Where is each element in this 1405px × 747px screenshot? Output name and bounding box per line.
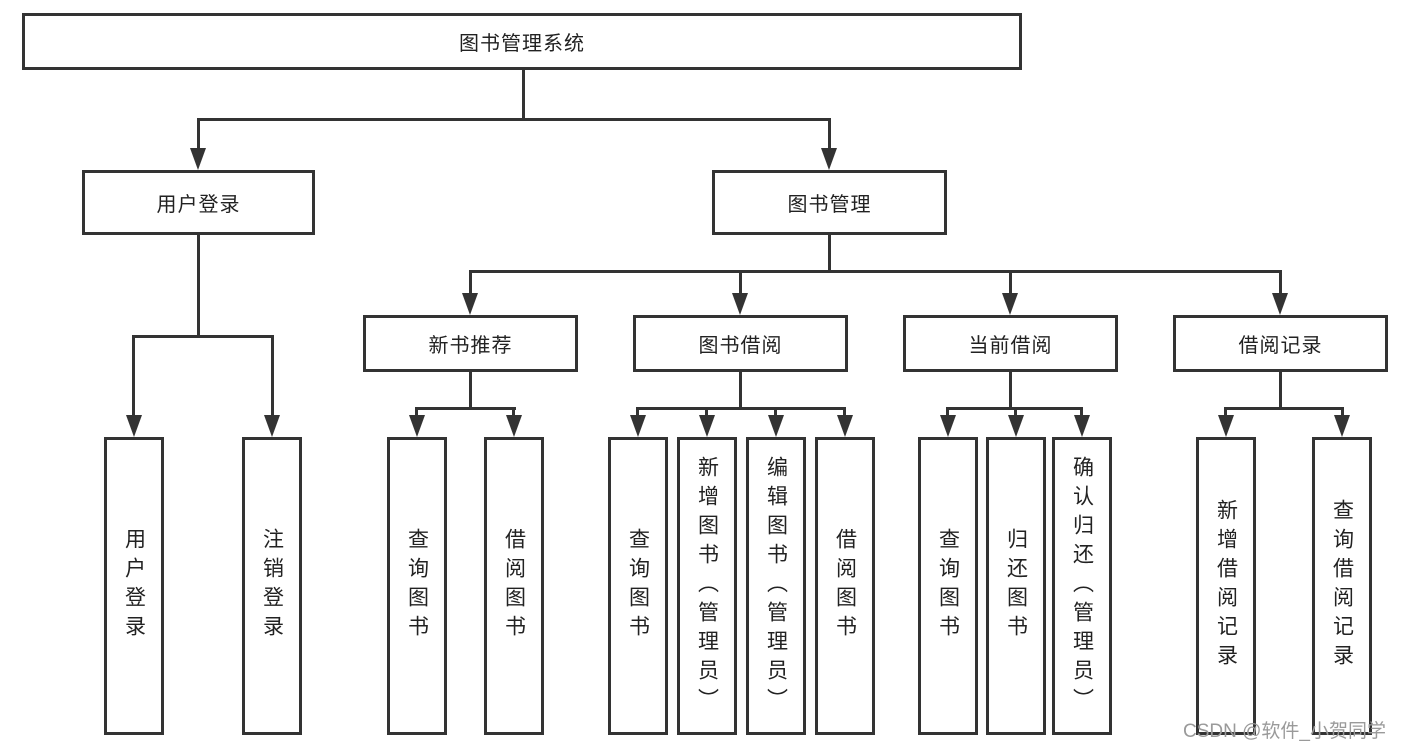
leaf-label: 编辑图书（管理员） xyxy=(764,455,788,717)
arrow-bb-query xyxy=(630,415,646,437)
arrow-cb-query xyxy=(940,415,956,437)
arrow-cb-confirm xyxy=(1074,415,1090,437)
leaf-label: 查询图书 xyxy=(626,528,650,644)
edge-drop-nb-borrow xyxy=(512,407,515,417)
edge-drop-bb-edit xyxy=(774,407,777,417)
arrow-borrow-records xyxy=(1272,293,1288,315)
arrow-leaf-user-login xyxy=(126,415,142,437)
leaf-bb-add-books-admin: 新增图书（管理员） xyxy=(677,437,737,735)
node-borrowing-records: 借阅记录 xyxy=(1173,315,1388,372)
leaf-bb-edit-books-admin: 编辑图书（管理员） xyxy=(746,437,806,735)
leaf-label: 注销登录 xyxy=(260,528,284,644)
edge-book-management-bus xyxy=(469,270,1282,273)
leaf-label: 归还图书 xyxy=(1004,528,1028,644)
edge-new-book-bus xyxy=(415,407,516,410)
edge-root-trunk xyxy=(522,70,525,118)
arrow-book-borrow xyxy=(732,293,748,315)
leaf-label: 用户登录 xyxy=(122,528,146,644)
leaf-label: 查询图书 xyxy=(936,528,960,644)
edge-drop-cb-confirm xyxy=(1080,407,1083,417)
edge-root-bus xyxy=(197,118,831,121)
node-label: 当前借阅 xyxy=(968,335,1053,357)
edge-drop-br-add xyxy=(1224,407,1227,417)
arrow-book-management xyxy=(821,148,837,170)
edge-drop-current-borrow xyxy=(1009,270,1012,294)
arrow-bb-add xyxy=(699,415,715,437)
leaf-bb-query-books: 查询图书 xyxy=(608,437,668,735)
edge-user-login-trunk xyxy=(197,235,200,335)
node-label: 借阅记录 xyxy=(1238,335,1323,357)
edge-new-book-trunk xyxy=(469,372,472,408)
edge-drop-user-login xyxy=(197,118,200,150)
arrow-cb-return xyxy=(1008,415,1024,437)
edge-book-borrow-bus xyxy=(636,407,846,410)
leaf-cb-confirm-return-admin: 确认归还（管理员） xyxy=(1052,437,1112,735)
edge-drop-bb-add xyxy=(705,407,708,417)
arrow-bb-edit xyxy=(768,415,784,437)
node-book-management: 图书管理 xyxy=(712,170,947,235)
arrow-br-add xyxy=(1218,415,1234,437)
leaf-label: 借阅图书 xyxy=(833,528,857,644)
leaf-user-login: 用户登录 xyxy=(104,437,164,735)
leaf-nb-query-books: 查询图书 xyxy=(387,437,447,735)
node-label: 图书借阅 xyxy=(698,335,783,357)
arrow-br-query xyxy=(1334,415,1350,437)
edge-drop-borrow-records xyxy=(1279,270,1282,294)
edge-drop-new-book xyxy=(469,270,472,294)
edge-drop-leaf-user-login xyxy=(132,335,135,415)
node-new-book-recommendation: 新书推荐 xyxy=(363,315,578,372)
node-label: 用户登录 xyxy=(156,194,241,216)
arrow-nb-borrow xyxy=(506,415,522,437)
node-current-borrowing: 当前借阅 xyxy=(903,315,1118,372)
arrow-leaf-logout xyxy=(264,415,280,437)
node-label: 图书管理系统 xyxy=(459,33,585,55)
leaf-br-add-record: 新增借阅记录 xyxy=(1196,437,1256,735)
leaf-bb-borrow-books: 借阅图书 xyxy=(815,437,875,735)
edge-book-borrow-trunk xyxy=(739,372,742,408)
edge-drop-br-query xyxy=(1341,407,1344,417)
arrow-new-book xyxy=(462,293,478,315)
leaf-label: 新增借阅记录 xyxy=(1214,499,1238,673)
leaf-logout-login: 注销登录 xyxy=(242,437,302,735)
edge-drop-leaf-logout xyxy=(271,335,274,415)
edge-drop-book-borrow xyxy=(739,270,742,294)
leaf-cb-query-books: 查询图书 xyxy=(918,437,978,735)
leaf-nb-borrow-books: 借阅图书 xyxy=(484,437,544,735)
leaf-label: 查询图书 xyxy=(405,528,429,644)
arrow-nb-query xyxy=(409,415,425,437)
edge-drop-nb-query xyxy=(415,407,418,417)
leaf-br-query-record: 查询借阅记录 xyxy=(1312,437,1372,735)
node-user-login: 用户登录 xyxy=(82,170,315,235)
leaf-label: 确认归还（管理员） xyxy=(1070,455,1094,717)
edge-drop-cb-query xyxy=(946,407,949,417)
edge-user-login-bus xyxy=(132,335,274,338)
csdn-watermark: CSDN @软件_小贺同学 xyxy=(1183,721,1386,742)
edge-drop-cb-return xyxy=(1014,407,1017,417)
arrow-user-login xyxy=(190,148,206,170)
leaf-label: 新增图书（管理员） xyxy=(695,455,719,717)
leaf-label: 查询借阅记录 xyxy=(1330,499,1354,673)
node-book-borrowing: 图书借阅 xyxy=(633,315,848,372)
leaf-cb-return-books: 归还图书 xyxy=(986,437,1046,735)
node-label: 新书推荐 xyxy=(428,335,513,357)
edge-drop-bb-borrow xyxy=(843,407,846,417)
node-label: 图书管理 xyxy=(787,194,872,216)
node-library-management-system: 图书管理系统 xyxy=(22,13,1022,70)
arrow-bb-borrow xyxy=(837,415,853,437)
edge-borrow-records-bus xyxy=(1224,407,1344,410)
edge-book-management-trunk xyxy=(828,235,831,270)
edge-drop-book-management xyxy=(828,118,831,150)
leaf-label: 借阅图书 xyxy=(502,528,526,644)
edge-drop-bb-query xyxy=(636,407,639,417)
arrow-current-borrow xyxy=(1002,293,1018,315)
edge-borrow-records-trunk xyxy=(1279,372,1282,408)
edge-current-borrow-trunk xyxy=(1009,372,1012,408)
